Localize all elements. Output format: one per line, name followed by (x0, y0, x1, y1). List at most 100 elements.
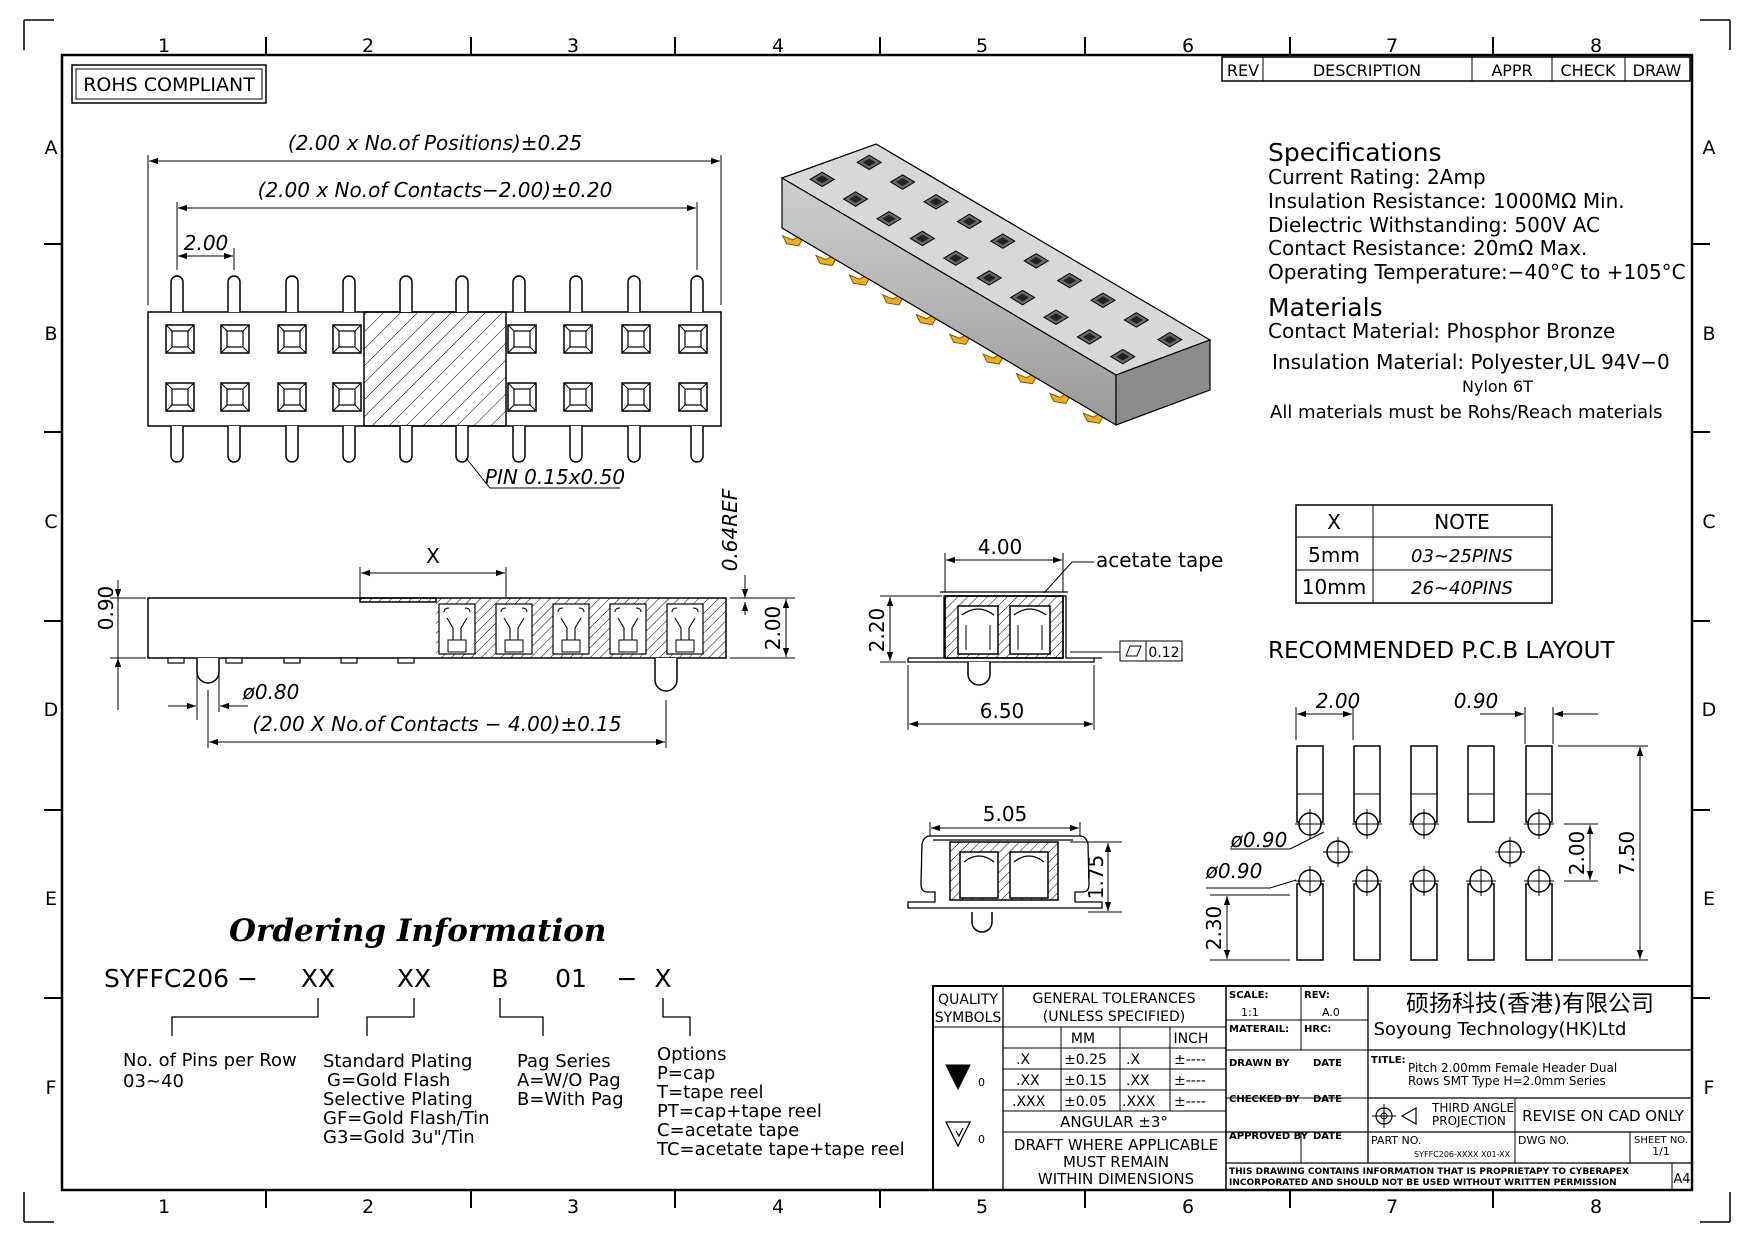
company-cn: 硕扬科技(香港)有限公司 (1406, 991, 1654, 1017)
contact-hole-bevel (220, 382, 250, 412)
zone-label: D (1702, 699, 1717, 721)
sheet-size: A4 (1673, 1172, 1690, 1187)
zone-label: 6 (1182, 35, 1194, 57)
options-line: Options (657, 1044, 726, 1065)
iso-contact-hole-inner (996, 237, 1010, 246)
contact-hole-inner (569, 330, 587, 348)
hatched-cut-region (363, 311, 507, 427)
code-prefix: SYFFC206 − (104, 964, 258, 993)
zone-label: A (1703, 137, 1716, 159)
tol-cell: .XX (1126, 1073, 1150, 1089)
contact-hole-bevel (277, 324, 307, 354)
zone-label: 6 (1182, 1196, 1194, 1218)
side-solder-pad (397, 657, 415, 664)
contact-hole-inner (338, 330, 356, 348)
pag-line: A=W/O Pag (517, 1070, 621, 1091)
dwg-label: DWG NO. (1518, 1134, 1569, 1147)
side-solder-pad (167, 657, 185, 664)
rohs-badge: ROHS COMPLIANT (71, 64, 267, 104)
revision-table: REV DESCRIPTION APPR CHECK DRAW (1221, 56, 1691, 82)
spec-line: Operating Temperature:−40°C to +105°C (1268, 260, 1686, 284)
contact-hole-bevel (220, 324, 250, 354)
note-header-note: NOTE (1434, 510, 1490, 534)
draft-note: WITHIN DIMENSIONS (1038, 1170, 1194, 1188)
nylon-material: Nylon 6T (1462, 377, 1533, 396)
pcb-hole (1466, 866, 1496, 896)
pin-top (227, 275, 241, 312)
iso-contact-hole-inner (882, 214, 896, 223)
spec-line: Contact Resistance: 20mΩ Max. (1268, 236, 1587, 260)
dim-650: 6.50 (980, 699, 1025, 723)
side-contact-base (504, 639, 524, 653)
pcb-hole (1409, 809, 1439, 839)
dim-positions: (2.00 x No.of Positions)±0.25 (288, 131, 582, 155)
side-contact-spring (443, 607, 471, 646)
side-view (110, 567, 795, 748)
tol-cell: ±0.25 (1064, 1052, 1107, 1068)
iso-contact-hole-inner (962, 217, 976, 226)
code-pins: XX (301, 964, 335, 993)
side-contact-spring (614, 607, 642, 646)
contact-hole-inner (226, 388, 244, 406)
approved-by-label: APPROVED BY (1229, 1131, 1309, 1142)
options-line: T=tape reel (656, 1082, 764, 1103)
top-view (147, 155, 722, 489)
contact-hole-inner (627, 388, 645, 406)
pcb-dim-hole: ø0.90 (1230, 828, 1288, 852)
rohs-label: ROHS COMPLIANT (83, 74, 255, 96)
pin-bottom (285, 426, 299, 463)
code-dash: − (617, 964, 638, 993)
pcb-hole (1524, 809, 1554, 839)
part-number: SYFFC206-XXXX X01-XX (1414, 1150, 1511, 1159)
contact-hole-bevel (332, 382, 362, 412)
zone-label: 5 (976, 35, 988, 57)
pin-top (512, 275, 526, 312)
contact-hole-inner (171, 388, 189, 406)
pcb-dim-pitch: 2.00 (1316, 689, 1361, 713)
note-cell: 10mm (1302, 575, 1366, 599)
note-cell: 03~25PINS (1411, 546, 1513, 567)
rev-label: REV: (1304, 990, 1330, 1001)
quality-label: QUALITY (938, 992, 998, 1008)
contact-hole-bevel (678, 382, 708, 412)
pin-bottom (690, 426, 704, 463)
pin-bottom (170, 426, 184, 463)
pcb-hole (1524, 866, 1554, 896)
contact-hole-inner (627, 330, 645, 348)
zone-label: 1 (158, 35, 170, 57)
options-line: C=acetate tape (657, 1120, 799, 1141)
plating-line: GF=Gold Flash/Tin (323, 1108, 490, 1129)
zone-label: B (44, 323, 57, 345)
iso-contact-hole-inner (1163, 335, 1177, 344)
zone-label: 2 (362, 1196, 374, 1218)
zone-label: 1 (158, 1196, 170, 1218)
contact-hole-bevel (332, 324, 362, 354)
contact-hole-inner (338, 388, 356, 406)
pin-top (627, 275, 641, 312)
contact-hole-bevel (165, 324, 195, 354)
side-solder-pad (340, 657, 358, 664)
pin-top (170, 275, 184, 312)
angular-tol: ANGULAR ±3° (1060, 1113, 1168, 1131)
scale-label: SCALE: (1229, 990, 1268, 1001)
side-contact-base (675, 639, 695, 653)
contact-hole-bevel (563, 324, 593, 354)
tol-cell: .XXX (1122, 1094, 1156, 1110)
options-line: PT=cap+tape reel (657, 1101, 822, 1122)
section-view-cap-dims: 5.05 1.75 (983, 802, 1108, 899)
rev-value: A.0 (1322, 1006, 1340, 1019)
quality-symbol-sub: 0 (978, 1076, 985, 1089)
checked-by-label: CHECKED BY (1229, 1094, 1300, 1105)
pin-bottom (342, 426, 356, 463)
pin-top (399, 275, 413, 312)
pcb-dim-row: 2.00 (1565, 831, 1589, 876)
title-block-text: QUALITY SYMBOLS 0 0 GENERAL TOLERANCES (… (935, 990, 1691, 1188)
tol-cell: ±0.05 (1064, 1094, 1107, 1110)
dim-400: 4.00 (978, 535, 1023, 559)
contact-hole-inner (283, 388, 301, 406)
zone-label: 4 (772, 35, 784, 57)
contact-hole-bevel (507, 324, 537, 354)
note-header-x: X (1327, 510, 1341, 534)
side-contact-base (618, 639, 638, 653)
checked-date-label: DATE (1313, 1094, 1342, 1105)
